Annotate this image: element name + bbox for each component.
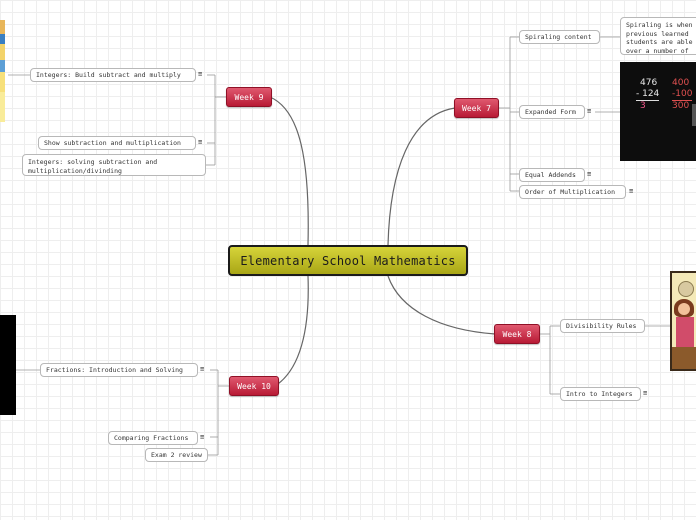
week-10-node[interactable]: Week 10 [229, 376, 279, 396]
board-number: -100 [672, 89, 693, 101]
teacher-cartoon-image [670, 271, 696, 371]
note-icon[interactable]: ≡ [198, 70, 203, 78]
topic-intro-integers[interactable]: Intro to Integers [560, 387, 641, 401]
topic-exam-review[interactable]: Exam 2 review [145, 448, 208, 462]
topic-comparing-fractions[interactable]: Comparing Fractions [108, 431, 198, 445]
fractions-video-image [0, 315, 16, 415]
week-8-node[interactable]: Week 8 [494, 324, 540, 344]
topic-fractions-intro[interactable]: Fractions: Introduction and Solving [40, 363, 198, 377]
week-7-node[interactable]: Week 7 [454, 98, 499, 118]
topic-integers-build[interactable]: Integers: Build subtract and multiply [30, 68, 196, 82]
topic-show-subtraction[interactable]: Show subtraction and multiplication [38, 136, 196, 150]
note-icon[interactable]: ≡ [200, 365, 205, 373]
topic-spiraling-content[interactable]: Spiraling content [519, 30, 600, 44]
board-number: 400 [672, 78, 690, 88]
board-number: 3 [640, 101, 646, 111]
week-9-node[interactable]: Week 9 [226, 87, 272, 107]
board-number: 476 [640, 78, 658, 88]
topic-equal-addends[interactable]: Equal Addends [519, 168, 585, 182]
note-icon[interactable]: ≡ [198, 138, 203, 146]
spiraling-note: Spiraling is when previous learned stude… [620, 17, 696, 55]
board-left-column: 476 - 124 3 [636, 78, 660, 112]
integers-chart-image [0, 20, 5, 122]
board-marker [692, 104, 696, 126]
topic-integers-solving[interactable]: Integers: solving subtraction and multip… [22, 154, 206, 176]
note-icon[interactable]: ≡ [587, 170, 592, 178]
topic-divisibility-rules[interactable]: Divisibility Rules [560, 319, 645, 333]
note-icon[interactable]: ≡ [587, 107, 592, 115]
board-number: - 124 [636, 89, 660, 101]
board-right-column: 400 -100 300 [672, 78, 693, 112]
central-topic[interactable]: Elementary School Mathematics [228, 245, 468, 276]
note-icon[interactable]: ≡ [643, 389, 648, 397]
topic-expanded-form[interactable]: Expanded Form [519, 105, 585, 119]
chalkboard-image: 476 - 124 3 400 -100 300 [620, 62, 696, 161]
note-icon[interactable]: ≡ [200, 433, 205, 441]
topic-order-multiplication[interactable]: Order of Multiplication [519, 185, 626, 199]
board-number: 300 [672, 101, 690, 111]
note-icon[interactable]: ≡ [629, 187, 634, 195]
